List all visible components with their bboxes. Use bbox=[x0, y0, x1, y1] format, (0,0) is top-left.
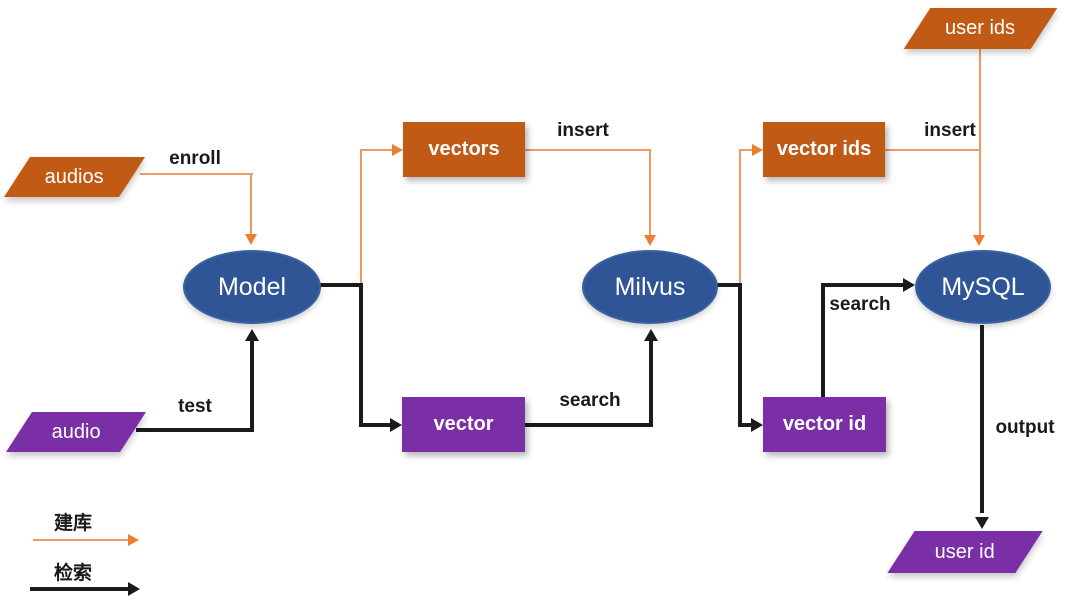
edge-label-output: output bbox=[995, 417, 1055, 438]
node-audios-label: audios bbox=[45, 165, 104, 188]
connector-audios-model-h bbox=[140, 173, 253, 175]
edge-label-insert-userids: insert bbox=[924, 120, 976, 141]
node-user-ids: user ids bbox=[903, 8, 1058, 49]
connector-milvus-vectorids-v bbox=[739, 149, 741, 284]
connector-vectors-milvus-v bbox=[649, 149, 651, 235]
node-milvus-label: Milvus bbox=[614, 272, 686, 301]
node-audio: audio bbox=[6, 412, 146, 452]
connector-audio-model-h bbox=[136, 428, 254, 432]
node-vector-label: vector bbox=[433, 413, 494, 435]
node-vector-ids-label: vector ids bbox=[776, 138, 872, 160]
connector-audio-model-v bbox=[250, 340, 254, 432]
node-vectors: vectors bbox=[403, 122, 525, 177]
arrowhead-into-vectorid-icon bbox=[751, 418, 763, 432]
edge-label-test: test bbox=[178, 396, 212, 417]
connector-audios-model-v bbox=[250, 173, 252, 234]
node-user-ids-label: user ids bbox=[945, 17, 1016, 39]
connector-model-vector-h1 bbox=[318, 283, 363, 287]
connector-userids-mysql-v bbox=[979, 49, 981, 235]
legend-build-arrowhead-icon bbox=[128, 534, 139, 546]
node-model: Model bbox=[183, 250, 321, 324]
arrowhead-into-model-icon bbox=[245, 234, 257, 245]
edge-label-insert-vectors: insert bbox=[557, 120, 609, 141]
node-user-id: user id bbox=[887, 531, 1043, 573]
connector-milvus-vectorid-h2 bbox=[738, 423, 752, 427]
connector-milvus-vectorid-v bbox=[738, 283, 742, 427]
connector-vectors-milvus-h bbox=[525, 149, 651, 151]
connector-vector-milvus-v bbox=[649, 340, 653, 427]
arrowhead-into-mysql-left-icon bbox=[903, 278, 915, 292]
connector-vector-milvus-h bbox=[525, 423, 653, 427]
node-milvus: Milvus bbox=[582, 250, 718, 324]
arrowhead-into-userid-icon bbox=[975, 517, 989, 529]
arrowhead-into-milvus-bottom-icon bbox=[644, 329, 658, 341]
node-vector-id: vector id bbox=[763, 397, 886, 452]
node-audios: audios bbox=[4, 157, 145, 197]
legend-build-label: 建库 bbox=[54, 513, 93, 534]
edge-label-search-vectorid: search bbox=[829, 294, 891, 315]
legend-build-arrow-line bbox=[33, 539, 128, 541]
legend-retrieve-arrowhead-icon bbox=[128, 582, 140, 596]
node-vector-ids: vector ids bbox=[763, 122, 885, 177]
node-vector-id-label: vector id bbox=[782, 413, 867, 435]
connector-milvus-vectorid-h1 bbox=[716, 283, 742, 287]
arrowhead-into-milvus-icon bbox=[644, 235, 656, 246]
node-mysql: MySQL bbox=[915, 250, 1051, 324]
connector-model-vectors-v bbox=[360, 149, 362, 284]
node-audio-label: audio bbox=[51, 420, 101, 443]
connector-milvus-vectorids-h bbox=[739, 149, 752, 151]
connector-vectorid-mysql-v bbox=[821, 287, 825, 399]
node-vector: vector bbox=[402, 397, 525, 452]
connector-model-vector-h2 bbox=[359, 423, 391, 427]
arrowhead-into-model-bottom-icon bbox=[245, 329, 259, 341]
node-vectors-label: vectors bbox=[428, 138, 500, 160]
connector-model-vector-v bbox=[359, 283, 363, 427]
node-model-label: Model bbox=[217, 272, 287, 301]
node-user-id-label: user id bbox=[934, 540, 996, 563]
connector-mysql-userid-v bbox=[980, 325, 984, 513]
arrowhead-into-vectors-icon bbox=[392, 144, 403, 156]
arrowhead-into-vector-icon bbox=[390, 418, 402, 432]
node-mysql-label: MySQL bbox=[941, 272, 1025, 301]
edge-label-search-vector: search bbox=[559, 390, 621, 411]
edge-label-enroll: enroll bbox=[169, 148, 221, 169]
arrowhead-into-mysql-icon bbox=[973, 235, 985, 246]
connector-vectorid-mysql-h bbox=[821, 283, 903, 287]
connector-vectorids-mysql-h bbox=[885, 149, 981, 151]
connector-model-vectors-h bbox=[360, 149, 392, 151]
legend-retrieve-arrow-line bbox=[30, 587, 128, 591]
arrowhead-into-vectorids-icon bbox=[752, 144, 763, 156]
legend-retrieve-label: 检索 bbox=[54, 563, 93, 584]
